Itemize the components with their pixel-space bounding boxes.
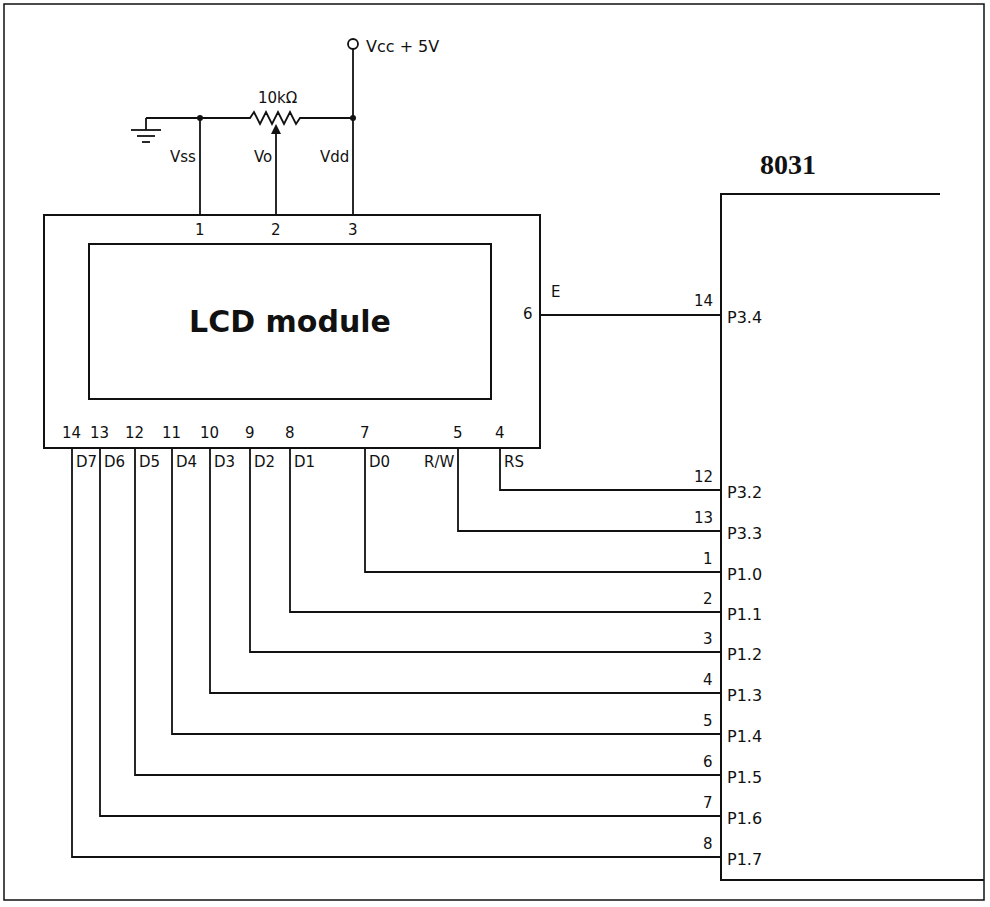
port-pin-name: P1.0	[727, 566, 762, 584]
supply-terminal	[348, 39, 358, 49]
junction-dot	[350, 115, 356, 121]
data-wire	[290, 448, 720, 612]
data-wire	[135, 448, 720, 775]
pin-number: 8	[703, 836, 713, 853]
rs-wire	[500, 448, 720, 490]
lcd-housing	[44, 215, 540, 448]
pin-number: 5	[453, 425, 463, 442]
signal-name: R/W	[424, 454, 454, 471]
ground-symbol	[131, 129, 161, 131]
pin-number: 1	[195, 222, 205, 239]
pin-number: 2	[271, 222, 281, 239]
data-wire	[172, 448, 720, 734]
ground-symbol	[137, 135, 155, 137]
pin-number: 4	[703, 672, 713, 689]
ground-symbol	[142, 141, 150, 143]
pin-number: 14	[62, 425, 81, 442]
lcd-module-box: LCD module	[88, 243, 492, 400]
pin-number: 14	[694, 293, 713, 310]
pin-number: 8	[285, 425, 295, 442]
signal-name: D7	[76, 454, 97, 471]
resistor-symbol	[146, 112, 353, 124]
data-wire	[210, 448, 720, 693]
enable-wire	[540, 314, 720, 316]
pin-number: 2	[703, 591, 713, 608]
signal-name: D0	[369, 454, 390, 471]
node-title: LCD module	[189, 304, 391, 339]
port-pin-name: P1.6	[727, 810, 762, 828]
pin-number: 6	[703, 754, 713, 771]
supply-label: Vcc + 5V	[366, 38, 439, 56]
ground-wire	[145, 118, 147, 130]
pin-name: Vdd	[320, 149, 349, 166]
signal-name: D6	[104, 454, 125, 471]
resistor-value: 10kΩ	[258, 90, 297, 107]
signal-name: D2	[254, 454, 275, 471]
pin-number: 6	[523, 306, 533, 323]
rw-wire	[458, 448, 720, 531]
pin-name: E	[551, 284, 560, 301]
data-wire	[365, 448, 720, 572]
pin-number: 4	[495, 425, 505, 442]
signal-name: D3	[214, 454, 235, 471]
port-pin-name: P3.2	[727, 484, 762, 502]
pin-number: 7	[360, 425, 370, 442]
pin-name: Vss	[170, 149, 196, 166]
signal-name: D1	[294, 454, 315, 471]
pin-number: 13	[694, 510, 713, 527]
data-wire	[72, 448, 720, 857]
chip-outline	[720, 879, 984, 881]
pin-number: 13	[90, 425, 109, 442]
vdd-wire	[352, 49, 354, 215]
pin-name: Vo	[254, 149, 272, 166]
port-pin-name: P1.1	[727, 606, 762, 624]
port-pin-name: P3.4	[727, 309, 762, 327]
pin-number: 11	[162, 425, 181, 442]
port-pin-name: P3.3	[727, 525, 762, 543]
port-pin-name: P1.5	[727, 769, 762, 787]
port-pin-name: P1.7	[727, 851, 762, 869]
pin-number: 7	[703, 795, 713, 812]
signal-name: D5	[139, 454, 160, 471]
pin-number: 3	[348, 222, 358, 239]
port-pin-name: P1.4	[727, 728, 762, 746]
pin-number: 12	[125, 425, 144, 442]
pin-number: 5	[703, 713, 713, 730]
vss-wire	[199, 118, 201, 215]
port-pin-name: P1.3	[727, 687, 762, 705]
pin-number: 1	[703, 551, 713, 568]
port-pin-name: P1.2	[727, 646, 762, 664]
node-title: 8031	[760, 149, 816, 181]
data-wire	[250, 448, 720, 652]
pin-number: 10	[200, 425, 219, 442]
pin-number: 12	[694, 469, 713, 486]
signal-name: D4	[176, 454, 197, 471]
signal-name: RS	[504, 454, 524, 471]
data-wire	[100, 448, 720, 816]
junction-dot	[197, 115, 203, 121]
wiper-arrow	[271, 124, 281, 134]
pin-number: 9	[245, 425, 255, 442]
pin-number: 3	[703, 631, 713, 648]
wiper-wire	[275, 132, 277, 215]
page-frame	[4, 4, 984, 900]
